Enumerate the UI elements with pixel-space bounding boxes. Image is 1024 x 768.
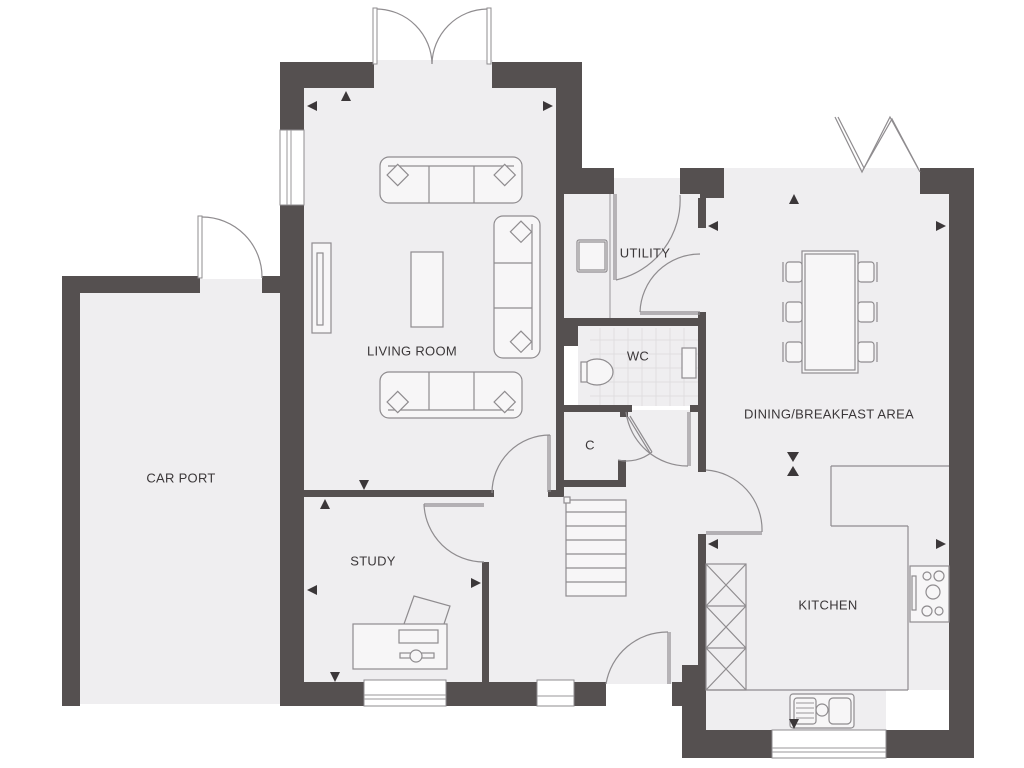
kitchen-island xyxy=(707,465,949,691)
kitchen-window xyxy=(771,729,887,759)
french-doors xyxy=(372,7,492,65)
wc-fixtures xyxy=(580,347,697,386)
room-label-study: STUDY xyxy=(350,553,396,569)
windows xyxy=(279,129,887,759)
study-window xyxy=(363,679,447,707)
washing-machine xyxy=(576,239,608,273)
room-label-utility: UTILITY xyxy=(619,245,671,261)
dining-right-wall xyxy=(949,168,974,758)
living-left-wall xyxy=(280,205,304,705)
walls xyxy=(62,62,974,758)
wc-door xyxy=(625,411,691,467)
dining-chair xyxy=(782,261,878,363)
doors xyxy=(197,7,921,685)
room-label-car-port: CAR PORT xyxy=(146,470,216,486)
corner-sofa xyxy=(493,215,541,359)
car-port-door xyxy=(197,215,263,279)
sink xyxy=(789,693,855,729)
staircase xyxy=(563,496,627,597)
living-furniture xyxy=(311,156,541,419)
utility-fixtures xyxy=(576,194,611,318)
utility-back-door xyxy=(613,194,681,281)
sofa xyxy=(379,156,523,204)
kitchen-fixtures xyxy=(705,465,950,729)
dimension-markers xyxy=(307,91,946,729)
living-side-window xyxy=(279,129,305,206)
room-label-wc: WC xyxy=(626,348,650,364)
hall-window xyxy=(536,679,575,707)
study-furniture xyxy=(352,595,451,670)
coffee-table xyxy=(410,251,444,328)
study-door xyxy=(423,503,485,563)
basin xyxy=(681,347,697,379)
room-label-living-room: LIVING ROOM xyxy=(367,343,457,359)
dining-table xyxy=(801,250,859,374)
dining-furniture xyxy=(782,250,878,374)
kitchen-units xyxy=(705,563,747,691)
room-label-dining: DINING/BREAKFAST AREA xyxy=(743,406,915,422)
utility-inner-door xyxy=(639,253,701,315)
hob xyxy=(909,565,950,623)
kitchen-door xyxy=(705,469,763,535)
room-label-kitchen: KITCHEN xyxy=(798,597,858,613)
office-chair xyxy=(409,649,423,663)
car-port-left-wall xyxy=(62,276,80,706)
fireplace xyxy=(311,242,332,334)
sofa xyxy=(379,371,523,419)
cupboard-floor xyxy=(564,412,626,482)
living-door xyxy=(491,434,551,494)
front-door xyxy=(605,631,671,685)
room-label-cupboard: C xyxy=(585,437,595,453)
car-port-floor xyxy=(78,292,280,704)
study-top-wall xyxy=(304,490,494,497)
cupboard-door xyxy=(617,415,653,462)
